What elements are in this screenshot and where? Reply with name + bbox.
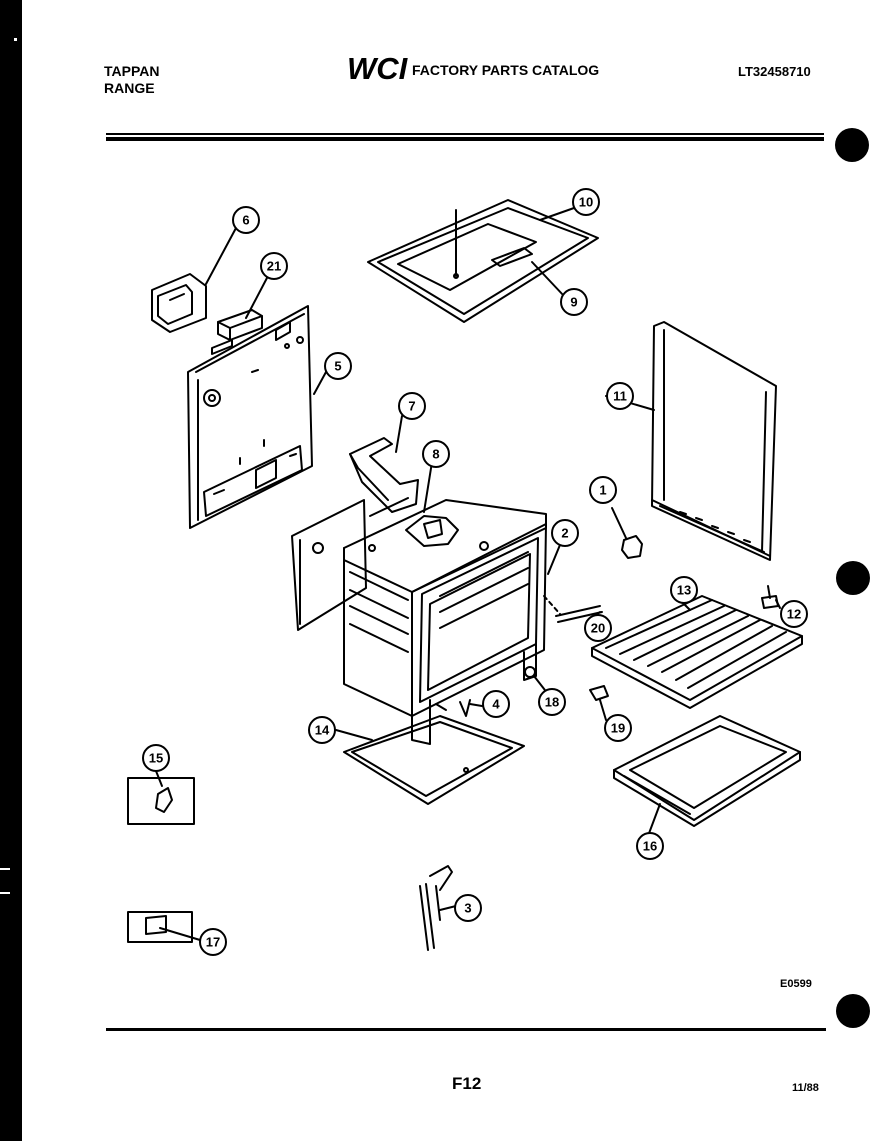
part-left-side-drawing <box>291 499 367 631</box>
part-knob-drawing <box>611 507 643 559</box>
callout-7: 7 <box>398 392 426 420</box>
part-hinge-box-drawing <box>127 777 195 825</box>
part-block-drawing <box>217 309 263 341</box>
callout-19: 19 <box>604 714 632 742</box>
part-clip-drawing <box>589 685 609 701</box>
part-bracket-drawing <box>151 273 207 333</box>
part-rod-drawing <box>543 595 603 623</box>
callout-5-label: 5 <box>334 359 341 374</box>
callout-3: 3 <box>454 894 482 922</box>
brand-line-1: TAPPAN <box>104 63 160 79</box>
callout-10-label: 10 <box>579 195 593 210</box>
wci-logo: WCI <box>347 52 409 84</box>
callout-20-label: 20 <box>591 621 605 636</box>
callout-11-label: 11 <box>613 389 627 404</box>
brand-label: TAPPAN RANGE <box>104 63 159 97</box>
part-bottom-panel-drawing <box>343 715 525 805</box>
callout-5: 5 <box>324 352 352 380</box>
scan-tick <box>0 892 10 894</box>
brand-line-2: RANGE <box>104 80 155 96</box>
callout-16-label: 16 <box>643 839 657 854</box>
part-burner-drawing <box>405 515 459 547</box>
callout-8: 8 <box>422 440 450 468</box>
callout-8-label: 8 <box>432 447 439 462</box>
callout-21: 21 <box>260 252 288 280</box>
part-back-panel-drawing <box>187 305 313 529</box>
catalog-number: LT32458710 <box>738 64 811 79</box>
callout-12-label: 12 <box>787 607 801 622</box>
callout-2-label: 2 <box>561 526 568 541</box>
callout-6-label: 6 <box>242 213 249 228</box>
callout-13-label: 13 <box>677 583 691 598</box>
callout-17-label: 17 <box>206 935 220 950</box>
header-rule-thin <box>106 133 824 135</box>
drawing-code: E0599 <box>780 978 812 990</box>
callout-1: 1 <box>589 476 617 504</box>
callout-16: 16 <box>636 832 664 860</box>
callout-17: 17 <box>199 928 227 956</box>
callout-6: 6 <box>232 206 260 234</box>
binder-hole <box>836 994 870 1028</box>
paper-sheet <box>22 0 880 1141</box>
callout-4-label: 4 <box>492 697 500 712</box>
scan-tick <box>0 868 10 870</box>
callout-18-label: 18 <box>545 695 559 710</box>
callout-9-label: 9 <box>570 295 577 310</box>
callout-9: 9 <box>560 288 588 316</box>
callout-12: 12 <box>780 600 808 628</box>
page-number: F12 <box>452 1074 482 1093</box>
part-duct-drawing <box>349 437 419 517</box>
part-screw-drawing <box>435 699 471 717</box>
callout-14-label: 14 <box>315 723 330 738</box>
part-latch-box-drawing <box>127 911 193 943</box>
callout-1-label: 1 <box>599 483 606 498</box>
callout-4: 4 <box>482 690 510 718</box>
part-rack-drawing <box>591 595 803 709</box>
callout-19-label: 19 <box>611 721 625 736</box>
part-leveler-drawing <box>761 585 779 609</box>
binder-hole <box>835 128 869 162</box>
wci-logo-text: WCI <box>347 52 409 84</box>
callout-2: 2 <box>551 519 579 547</box>
callout-13: 13 <box>670 576 698 604</box>
callout-15: 15 <box>142 744 170 772</box>
revision-date: 11/88 <box>792 1082 819 1094</box>
binder-hole <box>836 561 870 595</box>
callout-11: 11 <box>606 382 634 410</box>
part-oven-body-drawing <box>343 499 547 745</box>
part-nut-drawing <box>524 666 536 678</box>
callout-7-label: 7 <box>408 399 415 414</box>
callout-21-label: 21 <box>267 259 281 274</box>
callout-3-label: 3 <box>464 901 471 916</box>
part-side-panel-drawing <box>651 321 777 561</box>
scan-speck <box>14 38 17 41</box>
callout-15-label: 15 <box>149 751 163 766</box>
part-drawer-panel-drawing <box>613 715 801 827</box>
callout-20: 20 <box>584 614 612 642</box>
callout-18: 18 <box>538 688 566 716</box>
catalog-title: FACTORY PARTS CATALOG <box>412 62 600 78</box>
callout-10: 10 <box>572 188 600 216</box>
callout-14: 14 <box>308 716 336 744</box>
part-top-drawing <box>367 199 599 323</box>
header-rule-thick <box>106 137 824 141</box>
footer-rule <box>106 1028 826 1031</box>
part-hanger-drawing <box>419 865 453 951</box>
